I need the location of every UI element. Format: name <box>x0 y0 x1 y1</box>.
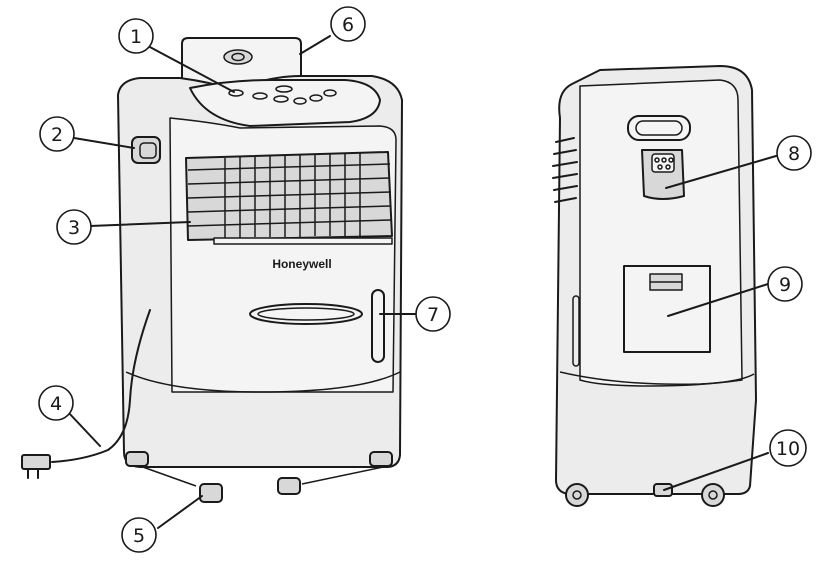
svg-text:9: 9 <box>779 274 791 296</box>
power-cord <box>51 309 151 463</box>
leader-lines <box>67 35 777 529</box>
callout-5: 5 <box>121 517 157 553</box>
rear-wheel-right <box>701 483 725 507</box>
front-caster-left <box>125 451 149 467</box>
svg-text:4: 4 <box>50 393 62 415</box>
callout-7: 7 <box>415 296 451 332</box>
rear-handle <box>627 115 691 141</box>
water-inlet-door <box>623 265 711 353</box>
front-view-unit: Honeywell <box>21 37 403 503</box>
remote-control <box>641 149 685 200</box>
callout-4: 4 <box>38 385 74 421</box>
callout-1: 1 <box>118 18 154 54</box>
callout-8: 8 <box>776 135 812 171</box>
svg-text:10: 10 <box>776 438 800 460</box>
power-plug <box>21 454 51 479</box>
brand-label: Honeywell <box>272 257 331 271</box>
rear-view-unit <box>552 65 757 507</box>
water-level-indicator <box>371 289 385 363</box>
callout-10: 10 <box>769 429 807 467</box>
svg-text:1: 1 <box>130 26 142 48</box>
svg-text:5: 5 <box>133 525 145 547</box>
svg-text:3: 3 <box>68 217 80 239</box>
front-caster-front <box>199 483 223 503</box>
callout-2: 2 <box>39 116 75 152</box>
callout-3: 3 <box>56 209 92 245</box>
tank-handle <box>249 303 363 325</box>
rear-wheel-left <box>565 483 589 507</box>
side-coil-fins <box>552 137 578 203</box>
louvre-grille <box>185 151 393 245</box>
callout-9: 9 <box>767 266 803 302</box>
svg-text:6: 6 <box>342 14 354 36</box>
svg-text:7: 7 <box>427 304 439 326</box>
control-panel <box>189 79 381 127</box>
front-caster-middle <box>277 477 301 495</box>
front-caster-right <box>369 451 393 467</box>
remote-holder-top <box>181 37 302 85</box>
svg-text:8: 8 <box>788 143 800 165</box>
svg-text:2: 2 <box>51 124 63 146</box>
callout-6: 6 <box>330 6 366 42</box>
